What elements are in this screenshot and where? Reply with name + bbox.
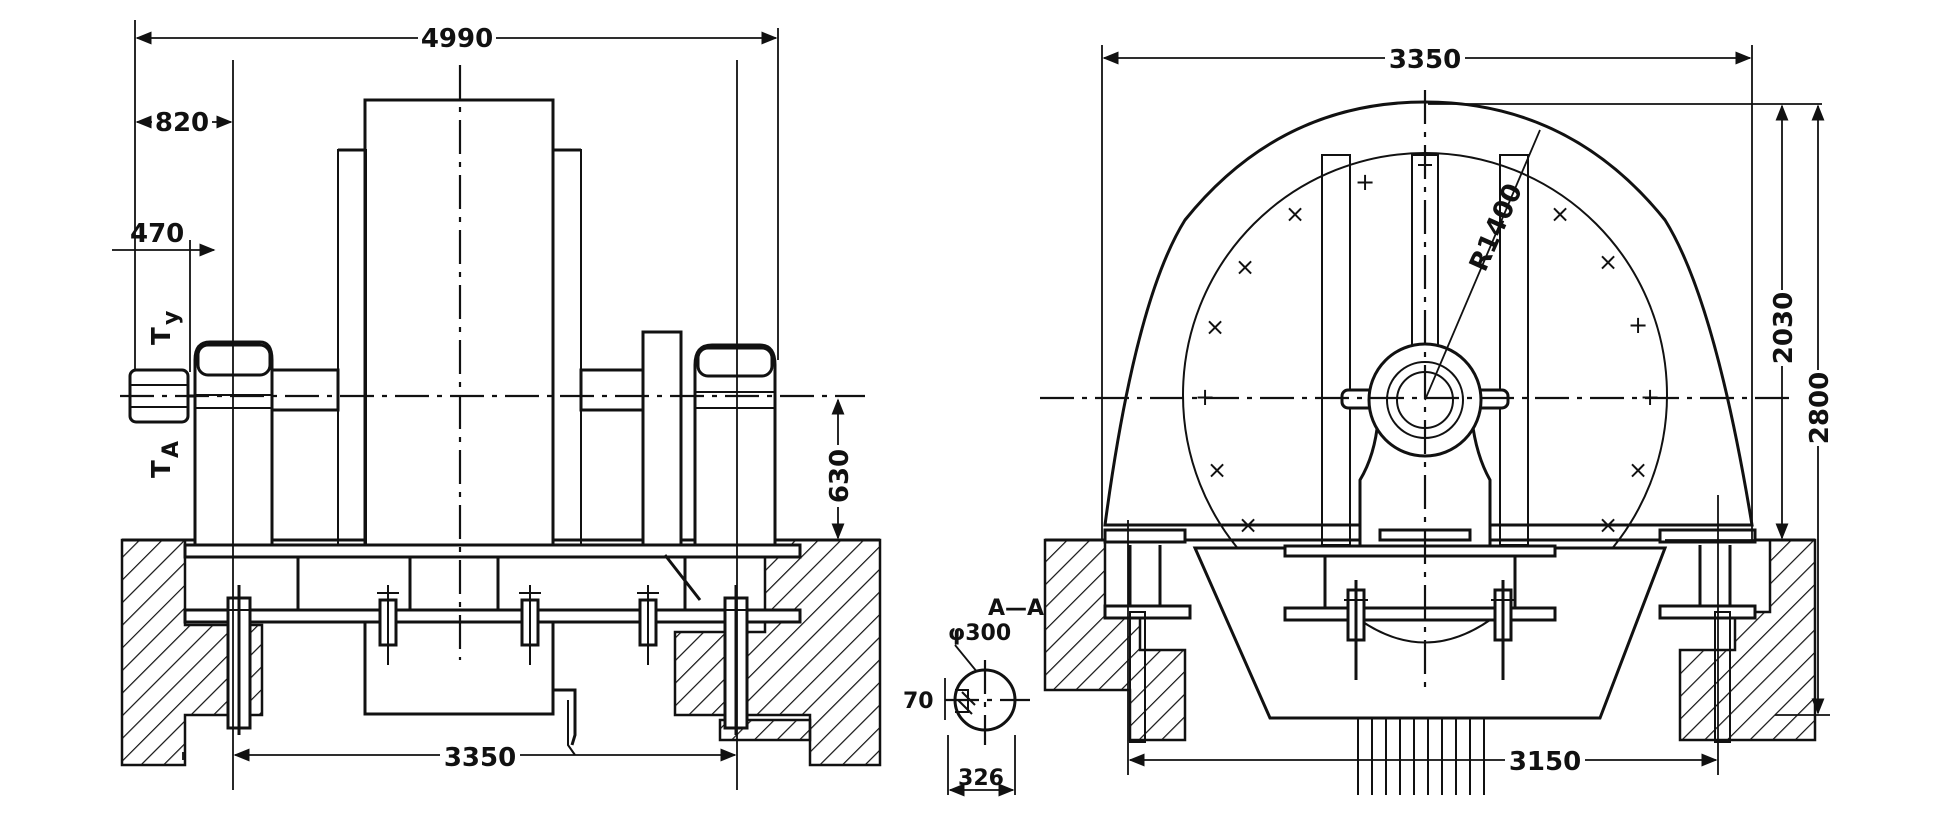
svg-text:T: T: [147, 460, 177, 478]
svg-text:×: ×: [1205, 313, 1225, 341]
svg-text:A: A: [159, 441, 184, 458]
drum-markers: + × × × + × × × × + + × ×: [1195, 168, 1660, 539]
dim-axis-height: 630: [825, 449, 855, 503]
svg-text:×: ×: [1550, 200, 1570, 228]
svg-text:×: ×: [1238, 511, 1258, 539]
torque-label-top: T y: [147, 311, 184, 345]
svg-text:×: ×: [1628, 456, 1648, 484]
dim-shaft-length: 470: [130, 219, 184, 249]
svg-text:T: T: [147, 327, 177, 345]
svg-text:×: ×: [1285, 200, 1305, 228]
section-view: A—A φ300 70 326: [903, 596, 1044, 797]
section-title: A—A: [988, 596, 1044, 621]
svg-text:×: ×: [1598, 248, 1618, 276]
side-pit: [1192, 546, 1668, 720]
dim-overall-width: 4990: [421, 24, 493, 54]
side-dim-width: 3350: [1389, 45, 1461, 75]
side-view: + × × × + × × × × + + × ×: [1040, 43, 1835, 795]
dim-offset: 820: [155, 108, 209, 138]
lower-plate: [183, 608, 802, 624]
svg-text:×: ×: [1598, 511, 1618, 539]
svg-text:×: ×: [1235, 253, 1255, 281]
right-bearing-cap: [641, 330, 683, 547]
section-diameter: φ300: [948, 621, 1011, 646]
shaft-right: [579, 368, 645, 412]
side-dim-outer-height: 2800: [1805, 372, 1835, 444]
base-plate: [183, 543, 802, 559]
svg-text:+: +: [1355, 168, 1375, 196]
front-view: 4990 820 470 630 3350 T y T A: [112, 20, 882, 790]
side-dim-base: 3150: [1509, 747, 1581, 777]
section-width-dim: 326: [958, 766, 1004, 791]
side-foundation-left: [1043, 538, 1187, 742]
torque-label-bottom: T A: [147, 441, 184, 478]
svg-text:×: ×: [1207, 456, 1227, 484]
svg-text:y: y: [159, 311, 184, 325]
side-dim-inner-height: 2030: [1769, 292, 1799, 364]
dim-bearing-span: 3350: [444, 743, 516, 773]
section-keyway-dim: 70: [903, 689, 934, 714]
side-ropes: [1357, 718, 1485, 795]
shaft-left: [268, 368, 340, 412]
svg-text:+: +: [1628, 311, 1648, 339]
